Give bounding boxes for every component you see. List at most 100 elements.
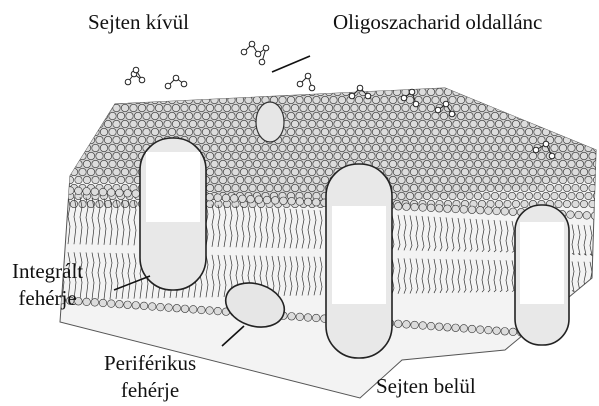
phospholipid-head-icon (317, 88, 324, 95)
phospholipid-head-icon (440, 112, 447, 119)
phospholipid-head-icon (576, 160, 583, 167)
phospholipid-head-icon (432, 160, 439, 167)
phospholipid-head-icon (232, 152, 239, 159)
phospholipid-head-icon (92, 160, 99, 167)
phospholipid-head-icon (580, 168, 587, 175)
phospholipid-head-icon (372, 128, 379, 135)
phospholipid-head-icon (351, 136, 358, 143)
phospholipid-head-icon (321, 112, 328, 119)
phospholipid-head-icon (453, 136, 460, 143)
phospholipid-head-icon (474, 144, 481, 151)
phospholipid-head-icon (478, 136, 485, 143)
phospholipid-head-icon (83, 160, 90, 167)
phospholipid-head-icon (393, 168, 400, 175)
phospholipid-head-icon (279, 96, 286, 103)
phospholipid-head-icon (546, 120, 553, 127)
phospholipid-head-icon (538, 152, 545, 159)
phospholipid-head-icon (487, 152, 494, 159)
phospholipid-head-icon (330, 144, 337, 151)
phospholipid-head-icon (317, 168, 324, 175)
phospholipid-head-icon (381, 160, 388, 167)
phospholipid-head-icon (291, 152, 298, 159)
phospholipid-head-icon (423, 160, 430, 167)
phospholipid-head-icon (287, 128, 294, 135)
integral-protein-label: Integrált fehérje (12, 258, 83, 313)
phospholipid-head-icon (576, 128, 583, 135)
phospholipid-head-icon (262, 160, 269, 167)
phospholipid-head-icon (325, 152, 332, 159)
phospholipid-head-icon (100, 128, 107, 135)
phospholipid-head-icon (385, 152, 392, 159)
phospholipid-head-icon (551, 176, 558, 183)
phospholipid-head-icon (96, 136, 103, 143)
phospholipid-head-icon (100, 176, 107, 183)
phospholipid-head-icon (253, 144, 260, 151)
phospholipid-head-icon (215, 104, 222, 111)
phospholipid-head-icon (470, 136, 477, 143)
phospholipid-head-icon (296, 160, 303, 167)
phospholipid-head-icon (551, 112, 558, 119)
phospholipid-head-icon (134, 128, 141, 135)
outside-cell-label: Sejten kívül (88, 12, 189, 33)
phospholipid-head-icon (283, 152, 290, 159)
phospholipid-head-icon (143, 128, 150, 135)
phospholipid-head-icon (211, 112, 218, 119)
phospholipid-head-icon (555, 152, 562, 159)
phospholipid-head-icon (138, 104, 145, 111)
phospholipid-head-icon (313, 128, 320, 135)
phospholipid-head-icon (338, 144, 345, 151)
phospholipid-head-icon (372, 112, 379, 119)
phospholipid-head-icon (483, 176, 490, 183)
phospholipid-head-icon (304, 144, 311, 151)
phospholipid-head-icon (189, 104, 196, 111)
phospholipid-head-icon (355, 128, 362, 135)
phospholipid-head-icon (512, 120, 519, 127)
phospholipid-head-icon (351, 152, 358, 159)
phospholipid-head-icon (126, 144, 133, 151)
phospholipid-head-icon (508, 112, 515, 119)
phospholipid-head-icon (109, 176, 116, 183)
phospholipid-head-icon (172, 104, 179, 111)
phospholipid-head-icon (551, 192, 558, 199)
phospholipid-head-icon (449, 192, 456, 199)
phospholipid-head-icon (529, 104, 536, 111)
phospholipid-head-icon (75, 160, 82, 167)
phospholipid-head-icon (542, 96, 549, 103)
phospholipid-head-icon (228, 128, 235, 135)
phospholipid-head-icon (109, 112, 116, 119)
phospholipid-head-icon (104, 88, 111, 95)
phospholipid-head-icon (512, 152, 519, 159)
phospholipid-head-icon (338, 112, 345, 119)
phospholipid-head-icon (223, 184, 230, 191)
phospholipid-head-icon (512, 168, 519, 175)
phospholipid-head-icon (87, 120, 94, 127)
phospholipid-head-icon (83, 176, 90, 183)
phospholipid-head-icon (330, 128, 337, 135)
phospholipid-head-icon (449, 128, 456, 135)
phospholipid-head-icon (572, 152, 579, 159)
phospholipid-head-icon (87, 88, 94, 95)
phospholipid-head-icon (181, 88, 188, 95)
phospholipid-head-icon (491, 112, 498, 119)
phospholipid-head-icon (270, 176, 277, 183)
phospholipid-head-icon (589, 168, 596, 175)
phospholipid-head-icon (287, 112, 294, 119)
phospholipid-head-icon (436, 88, 443, 95)
phospholipid-head-icon (525, 176, 532, 183)
phospholipid-head-icon (359, 152, 366, 159)
phospholipid-head-icon (330, 112, 337, 119)
phospholipid-head-icon (355, 144, 362, 151)
phospholipid-head-icon (79, 200, 86, 207)
phospholipid-head-icon (304, 96, 311, 103)
phospholipid-head-icon (457, 128, 464, 135)
phospholipid-head-icon (419, 152, 426, 159)
phospholipid-head-icon (406, 112, 413, 119)
phospholipid-head-icon (466, 112, 473, 119)
phospholipid-head-icon (461, 136, 468, 143)
phospholipid-head-icon (177, 112, 184, 119)
phospholipid-head-icon (79, 88, 86, 95)
phospholipid-head-icon (245, 144, 252, 151)
phospholipid-head-icon (117, 96, 124, 103)
phospholipid-head-icon (79, 120, 86, 127)
phospholipid-head-icon (279, 160, 286, 167)
